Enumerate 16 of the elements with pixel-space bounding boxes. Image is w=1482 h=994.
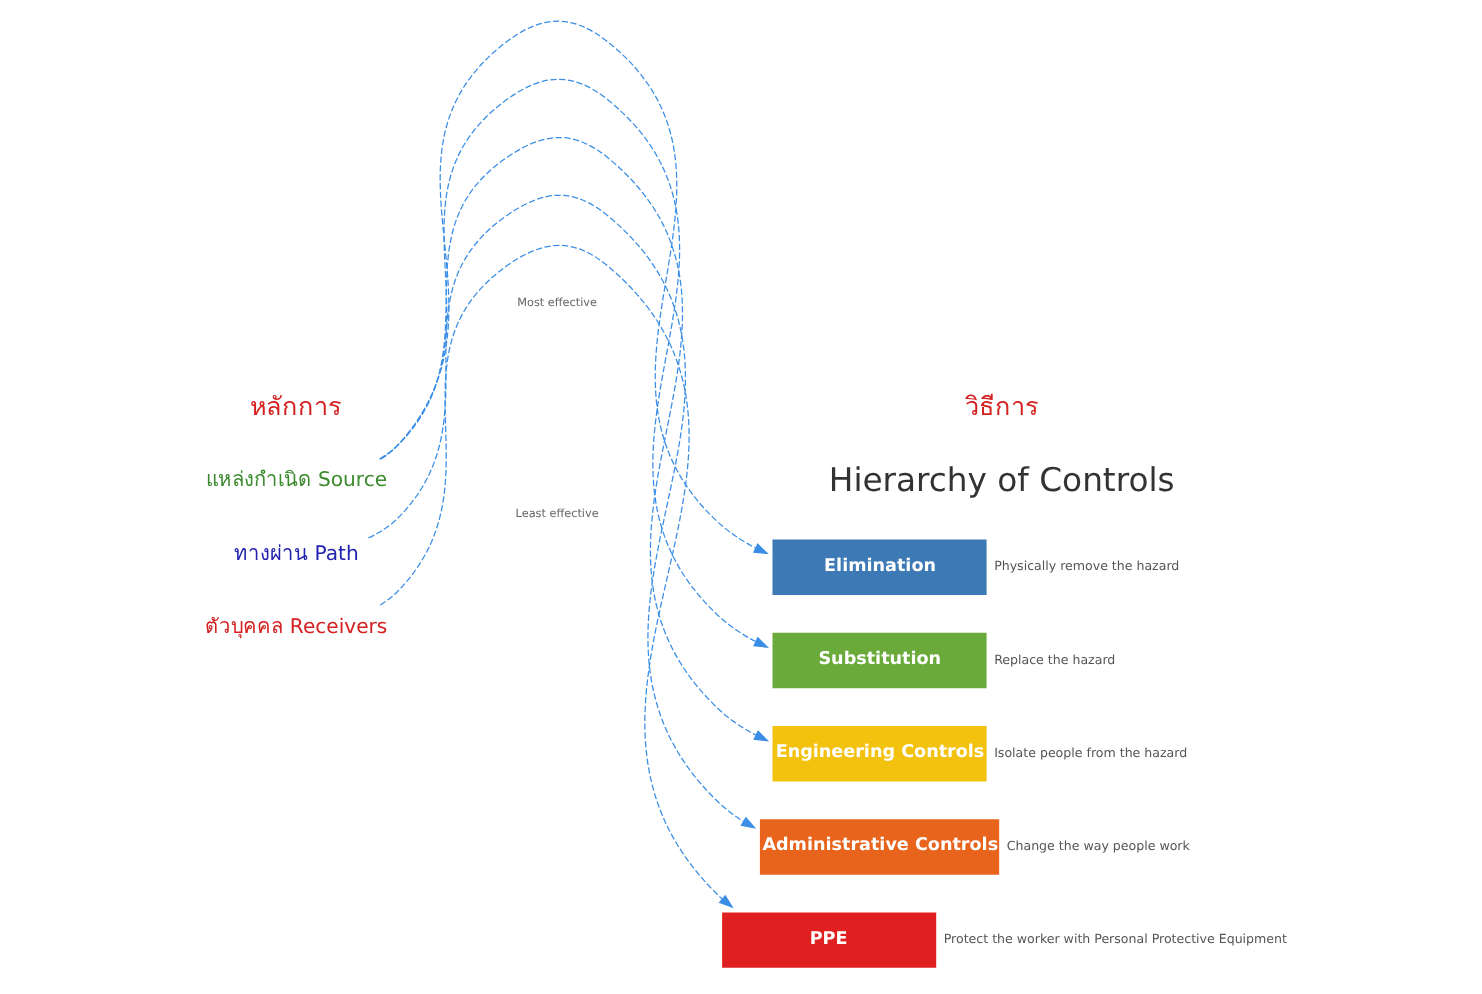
arrow <box>379 78 770 648</box>
node-text: ทางผ่าน Path <box>234 543 359 566</box>
node-box: Substitution <box>772 632 987 689</box>
arrow <box>367 194 757 829</box>
arrow <box>380 20 769 555</box>
node-box: Elimination <box>772 539 987 596</box>
label: วิธีการ <box>964 390 1039 421</box>
node-box: Administrative Controls <box>759 819 1000 875</box>
label: หลักการ <box>250 390 343 421</box>
label: Hierarchy of Controls <box>828 460 1175 499</box>
arrow <box>378 136 770 742</box>
node-text: ตัวบุคคล Receivers <box>205 616 388 639</box>
arrow <box>379 244 734 909</box>
node-box: PPE <box>722 912 937 968</box>
node-text: แหล่งกำเนิด Source <box>205 470 388 493</box>
node-box: Engineering Controls <box>772 726 987 782</box>
